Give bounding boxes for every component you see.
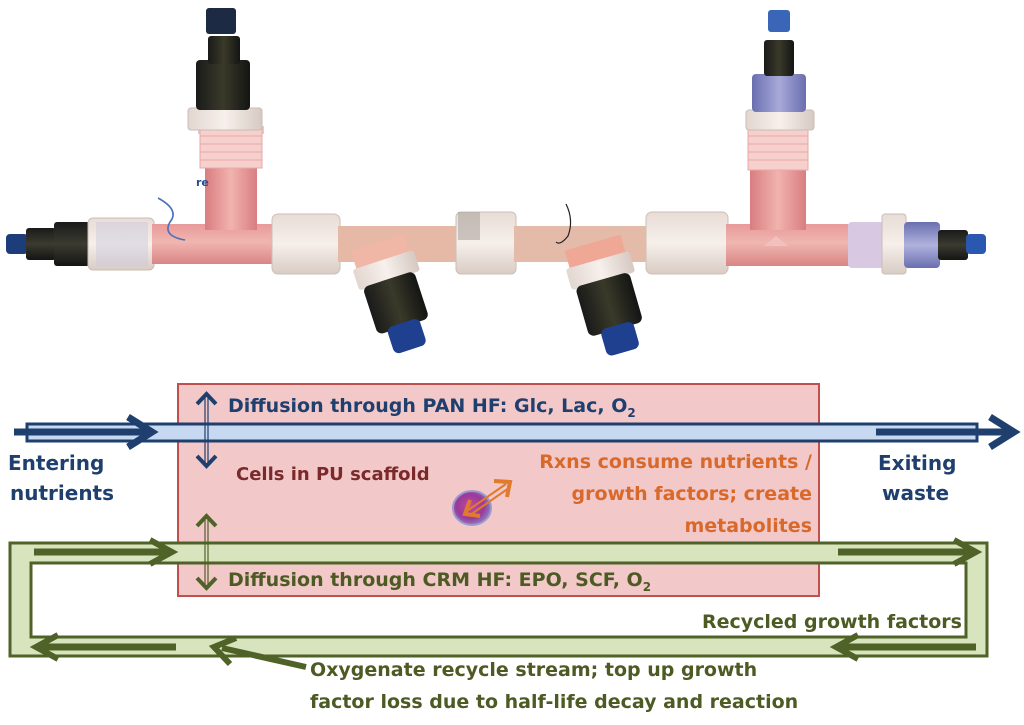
wire-dark — [555, 203, 572, 244]
exiting-waste-line1: Exiting — [878, 451, 956, 475]
reactions-line2: growth factors; create — [572, 483, 813, 505]
coupling-3 — [645, 211, 729, 275]
right-tube — [726, 224, 850, 266]
nutrient-stream — [14, 414, 1021, 450]
recycle-loop — [8, 537, 989, 670]
entering-nutrients-line1: Entering — [8, 451, 104, 475]
oxygenate-line1: Oxygenate recycle stream; top up growth — [310, 659, 757, 681]
bioreactor-photo: re — [6, 8, 986, 356]
left-end-cap — [6, 217, 155, 271]
entering-nutrients-line2: nutrients — [10, 481, 114, 505]
cell-icon — [452, 479, 513, 526]
pan-diffusion-arrow — [195, 391, 218, 469]
wire-blue — [157, 197, 186, 241]
crm-diffusion-arrow — [195, 513, 218, 591]
exiting-waste-line2: waste — [882, 481, 949, 505]
reactions-line1: Rxns consume nutrients / — [539, 451, 812, 473]
right-top-port — [745, 10, 815, 171]
down-port-2 — [564, 234, 642, 356]
crm-diffusion-label: Diffusion through CRM HF: EPO, SCF, O2 — [228, 569, 651, 594]
oxygenate-callout-arrow — [221, 645, 307, 670]
recycled-growth-factors-label: Recycled growth factors — [702, 611, 962, 633]
left-top-port — [187, 8, 264, 169]
oxygenate-line2: factor loss due to half-life decay and r… — [310, 691, 798, 713]
cells-label: Cells in PU scaffold — [236, 464, 430, 485]
left-tube — [152, 224, 274, 264]
coupling-1 — [271, 213, 341, 275]
stray-label: re — [196, 176, 209, 189]
down-port-1 — [350, 233, 428, 354]
right-end-cap — [848, 213, 986, 275]
reactions-line3: metabolites — [684, 515, 812, 537]
pan-diffusion-label: Diffusion through PAN HF: Glc, Lac, O2 — [228, 395, 636, 420]
